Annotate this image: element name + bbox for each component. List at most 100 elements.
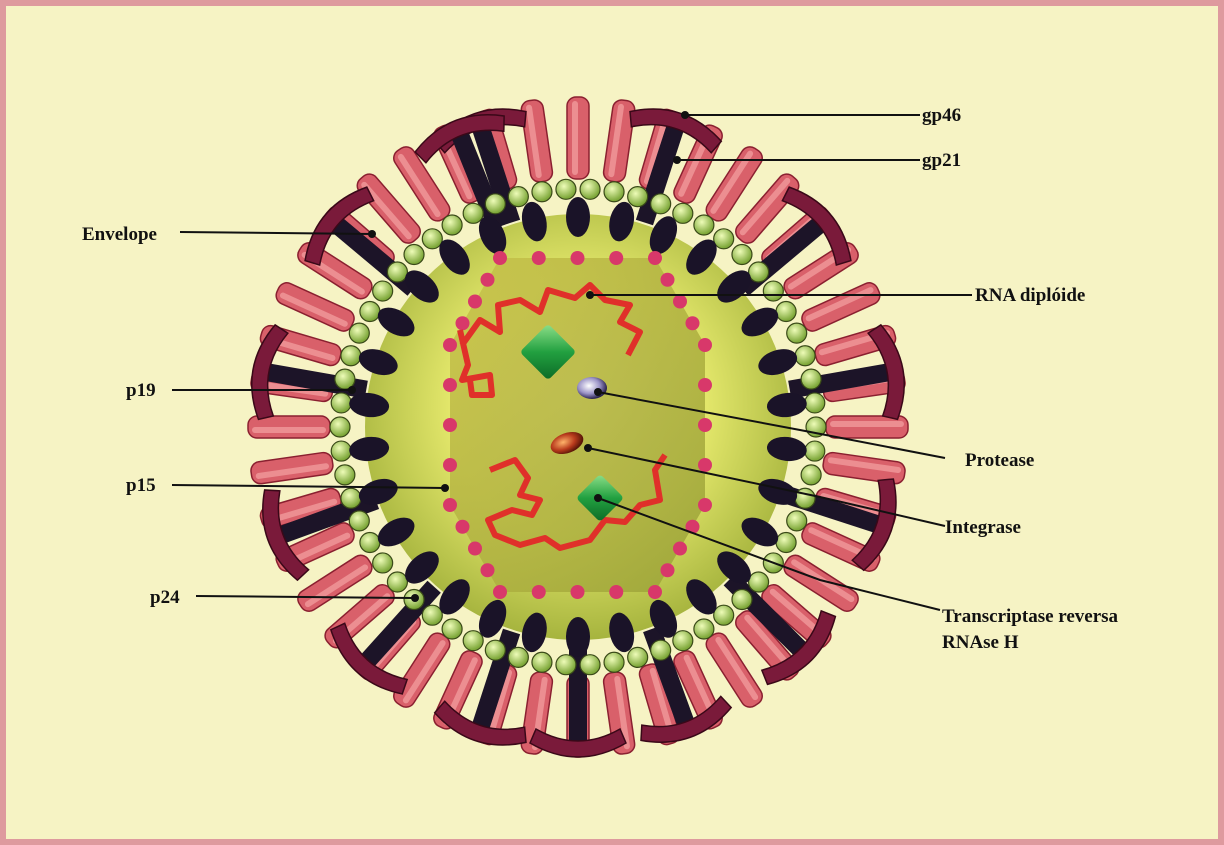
capsid-dot	[532, 251, 546, 265]
rt-leader-dot	[594, 494, 602, 502]
capsid-dot	[648, 585, 662, 599]
label-rt-line2: RNAse H	[942, 632, 1019, 653]
capsid-dot	[609, 585, 623, 599]
membrane-bead	[714, 605, 734, 625]
capsid-dot	[468, 295, 482, 309]
membrane-bead	[787, 511, 807, 531]
membrane-bead	[651, 194, 671, 214]
p19-leader-dot	[348, 386, 356, 394]
membrane-bead	[335, 465, 355, 485]
membrane-bead	[556, 179, 576, 199]
label-rt-line1: Transcriptase reversa	[942, 606, 1119, 627]
capsid-dot	[698, 338, 712, 352]
membrane-bead	[442, 215, 462, 235]
membrane-bead	[628, 187, 648, 207]
label-p19: p19	[126, 380, 156, 401]
membrane-bead	[795, 346, 815, 366]
membrane-bead	[749, 572, 769, 592]
membrane-bead	[387, 262, 407, 282]
matrix-oval	[566, 617, 590, 657]
membrane-bead	[776, 533, 796, 553]
label-integrase: Integrase	[945, 517, 1021, 538]
capsid-dot	[456, 316, 470, 330]
capsid-dot	[443, 378, 457, 392]
matrix-oval	[566, 197, 590, 237]
membrane-bead	[341, 488, 361, 508]
membrane-bead	[628, 647, 648, 667]
capsid-dot	[661, 563, 675, 577]
membrane-bead	[673, 631, 693, 651]
capsid-dot	[698, 458, 712, 472]
capsid-dot	[443, 498, 457, 512]
membrane-bead	[349, 511, 369, 531]
membrane-bead	[463, 631, 483, 651]
capsid-dot	[443, 338, 457, 352]
capsid-dot	[673, 295, 687, 309]
membrane-bead	[776, 301, 796, 321]
membrane-bead	[331, 441, 351, 461]
capsid-dot	[468, 542, 482, 556]
p15-leader-dot	[441, 484, 449, 492]
membrane-bead	[422, 229, 442, 249]
capsid-dot	[686, 316, 700, 330]
membrane-bead	[360, 301, 380, 321]
membrane-bead	[604, 652, 624, 672]
membrane-bead	[442, 619, 462, 639]
envelope-capsule-highlight	[830, 421, 904, 427]
capsid-dot	[698, 418, 712, 432]
membrane-bead	[694, 215, 714, 235]
capsid-dot	[456, 520, 470, 534]
membrane-bead	[508, 647, 528, 667]
membrane-bead	[331, 393, 351, 413]
membrane-bead	[714, 229, 734, 249]
membrane-bead	[373, 281, 393, 301]
membrane-bead	[801, 369, 821, 389]
capsid-dot	[443, 458, 457, 472]
membrane-bead	[580, 655, 600, 675]
label-p15: p15	[126, 475, 156, 496]
capsid-dot	[673, 542, 687, 556]
capsid-dot	[698, 498, 712, 512]
membrane-bead	[330, 417, 350, 437]
membrane-bead	[387, 572, 407, 592]
membrane-bead	[556, 655, 576, 675]
membrane-bead	[801, 465, 821, 485]
capsid-dot	[481, 563, 495, 577]
membrane-bead	[795, 488, 815, 508]
envelope-leader-dot	[368, 230, 376, 238]
membrane-bead	[787, 323, 807, 343]
label-p24: p24	[150, 587, 180, 608]
capsid-dot	[532, 585, 546, 599]
membrane-bead	[485, 194, 505, 214]
membrane-bead	[422, 605, 442, 625]
membrane-bead	[763, 281, 783, 301]
gp46-leader-dot	[681, 111, 689, 119]
rna-leader-dot	[586, 291, 594, 299]
capsid-dot	[571, 251, 585, 265]
capsid-dot	[698, 378, 712, 392]
protease-enzyme	[577, 377, 607, 399]
envelope-capsule	[567, 97, 589, 179]
membrane-bead	[485, 640, 505, 660]
membrane-bead	[373, 553, 393, 573]
label-protease: Protease	[965, 450, 1034, 471]
envelope-capsule-highlight	[252, 427, 326, 433]
membrane-bead	[749, 262, 769, 282]
membrane-bead	[694, 619, 714, 639]
membrane-bead	[532, 652, 552, 672]
capsid-dot	[609, 251, 623, 265]
matrix-oval-shape	[566, 617, 590, 657]
label-rna: RNA diplóide	[975, 285, 1085, 306]
label-gp21: gp21	[922, 150, 961, 171]
membrane-bead	[360, 533, 380, 553]
protease-leader-dot	[594, 388, 602, 396]
capsid-dot	[571, 585, 585, 599]
label-envelope: Envelope	[82, 224, 157, 245]
membrane-bead	[404, 244, 424, 264]
membrane-bead	[651, 640, 671, 660]
capsid-dot	[661, 273, 675, 287]
membrane-bead	[805, 393, 825, 413]
membrane-bead	[580, 179, 600, 199]
gp21-leader-dot	[673, 156, 681, 164]
